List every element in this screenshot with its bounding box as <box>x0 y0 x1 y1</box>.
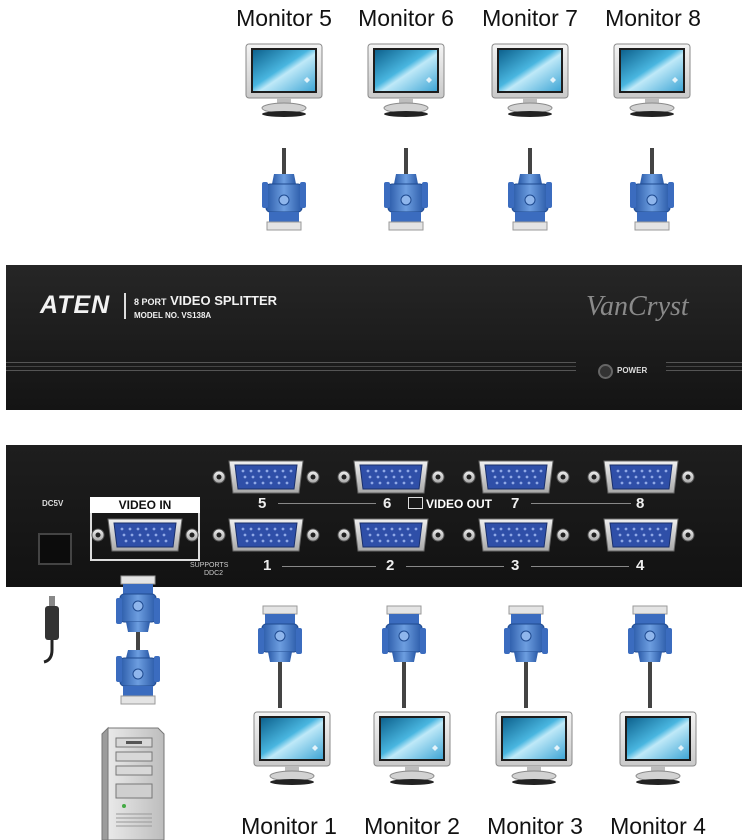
video-out-port-6 <box>336 457 446 497</box>
video-out-port-8 <box>586 457 696 497</box>
product-prefix: 8 PORT <box>134 297 167 307</box>
monitor-7-label: Monitor 7 <box>482 5 578 31</box>
splitter-back-panel: DC5V VIDEO IN 5 6 7 8 VIDEO OUT SUPPORTS… <box>6 445 742 587</box>
port-number: 7 <box>511 495 520 512</box>
vga-connector-icon <box>504 605 548 708</box>
port-number: 8 <box>636 495 645 512</box>
divider-line <box>406 566 504 567</box>
model-number: MODEL NO. VS138A <box>134 311 212 320</box>
power-label: POWER <box>617 366 648 375</box>
vga-connector-icon <box>258 605 302 708</box>
ridge-line <box>6 362 576 363</box>
port-number: 2 <box>386 557 395 574</box>
video-out-port-3 <box>461 515 571 555</box>
video-out-label: VIDEO OUT <box>426 497 493 511</box>
divider-line <box>282 566 376 567</box>
vga-connector-icon <box>630 148 674 238</box>
monitor-5-icon <box>244 42 324 122</box>
monitor-3-label: Monitor 3 <box>487 813 583 839</box>
power-led <box>598 364 613 379</box>
computer-tower-icon <box>101 726 165 840</box>
port-number: 1 <box>263 557 272 574</box>
divider <box>124 293 126 319</box>
port-number: 4 <box>636 557 645 574</box>
monitor-6-label: Monitor 6 <box>358 5 454 31</box>
product-name: VIDEO SPLITTER <box>170 293 278 308</box>
vga-connector-icon <box>508 148 552 238</box>
dc-power-label: DC5V <box>42 499 64 508</box>
divider-line <box>531 503 631 504</box>
monitor-1-label: Monitor 1 <box>241 813 337 839</box>
monitor-6-icon <box>366 42 446 122</box>
vga-connector-icon <box>628 605 672 708</box>
port-number: 3 <box>511 557 520 574</box>
video-out-port-5 <box>211 457 321 497</box>
monitor-2-icon <box>372 710 452 790</box>
ridge-line <box>6 370 576 371</box>
power-plug-icon <box>43 596 59 664</box>
vga-connector-icon <box>382 605 426 708</box>
monitor-symbol-icon <box>408 497 423 509</box>
ridge-line <box>666 370 742 371</box>
ridge-line <box>666 366 742 367</box>
monitor-7-icon <box>490 42 570 122</box>
video-in-label: VIDEO IN <box>90 497 200 513</box>
monitor-8-label: Monitor 8 <box>605 5 701 31</box>
monitor-1-icon <box>252 710 332 790</box>
port-number: 5 <box>258 495 267 512</box>
monitor-2-label: Monitor 2 <box>364 813 460 839</box>
divider-line <box>278 503 376 504</box>
port-number: 6 <box>383 495 392 512</box>
dc-power-jack <box>38 533 72 565</box>
divider-line <box>531 566 629 567</box>
vga-connector-icon <box>384 148 428 238</box>
vga-connector-icon <box>262 148 306 238</box>
splitter-front-panel: ATEN 8 PORT VIDEO SPLITTER MODEL NO. VS1… <box>6 265 742 410</box>
video-out-port-1 <box>211 515 321 555</box>
vancryst-logo: VanCryst <box>586 291 689 322</box>
ridge-line <box>6 366 576 367</box>
aten-logo: ATEN <box>40 291 111 319</box>
ridge-line <box>666 362 742 363</box>
video-out-port-2 <box>336 515 446 555</box>
monitor-3-icon <box>494 710 574 790</box>
video-in-port <box>90 515 200 555</box>
vga-in-connector-icon <box>116 640 160 705</box>
video-out-port-4 <box>586 515 696 555</box>
supports-ddc2-label: SUPPORTS DDC2 <box>190 562 229 577</box>
video-out-port-7 <box>461 457 571 497</box>
monitor-4-label: Monitor 4 <box>610 813 706 839</box>
monitor-4-icon <box>618 710 698 790</box>
monitor-8-icon <box>612 42 692 122</box>
monitor-5-label: Monitor 5 <box>236 5 332 31</box>
